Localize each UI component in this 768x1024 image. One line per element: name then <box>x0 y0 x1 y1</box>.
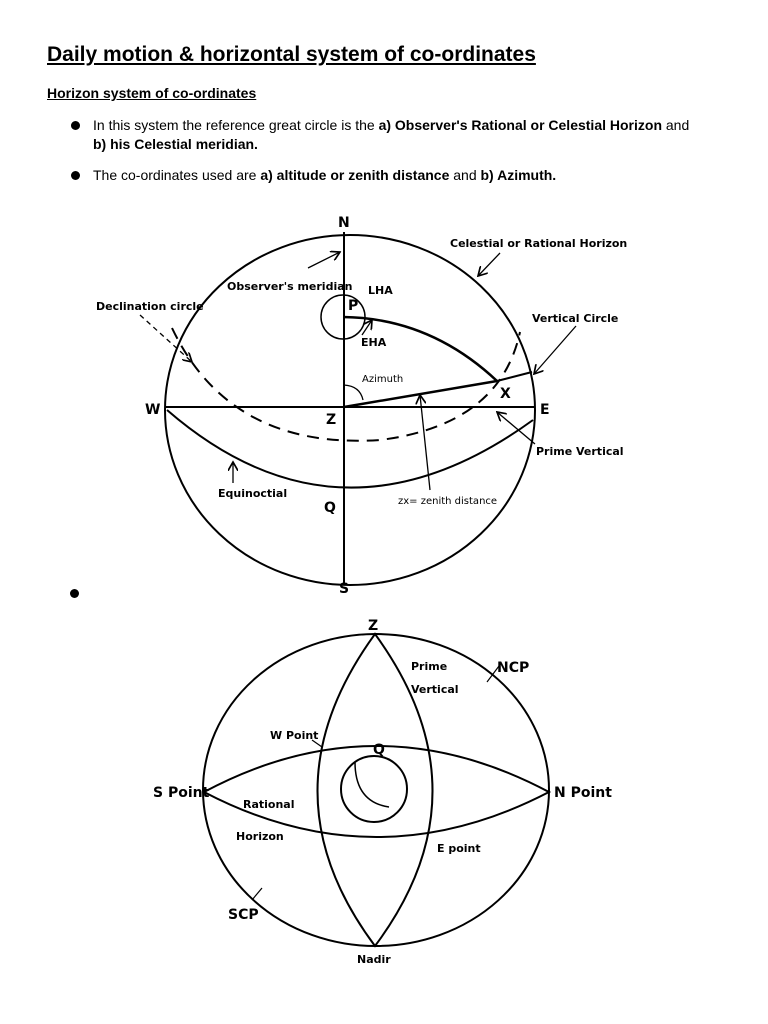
label-prime: Prime <box>411 660 447 673</box>
label-rational: Rational <box>243 798 295 811</box>
label-nadir: Nadir <box>357 953 391 966</box>
rational-horizon-ellipse <box>204 746 549 837</box>
label-ncp: NCP <box>497 660 529 676</box>
label-q2: Q <box>373 742 385 758</box>
label-e-point: E point <box>437 842 481 855</box>
label-s-point: S Point <box>153 785 210 801</box>
q-circle <box>341 756 407 822</box>
q-arc <box>355 762 389 807</box>
label-z2: Z <box>368 618 378 634</box>
label-w-point: W Point <box>270 729 318 742</box>
label-n-point: N Point <box>554 785 612 801</box>
label-vertical: Vertical <box>411 683 459 696</box>
label-scp: SCP <box>228 907 259 923</box>
pointer-scp <box>252 888 262 900</box>
label-horizon: Horizon <box>236 830 284 843</box>
sphere-outline-2 <box>203 634 549 946</box>
prime-vertical-lens <box>318 634 433 946</box>
